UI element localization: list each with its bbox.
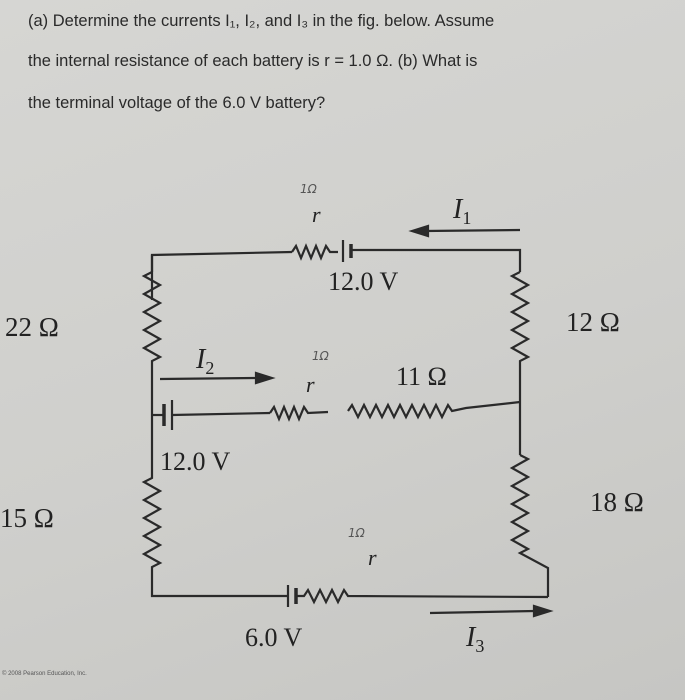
label-r-bottom: r <box>368 545 377 570</box>
resistor-r-middle <box>269 404 329 422</box>
handwritten-r-top: 1Ω <box>300 182 318 196</box>
resistor-22 <box>141 271 163 415</box>
battery-bottom <box>286 585 298 607</box>
question-line-1: (a) Determine the currents I₁, I₂, and I… <box>28 12 495 30</box>
label-i1: I1 <box>452 194 471 228</box>
copyright-credit: © 2008 Pearson Education, Inc. <box>2 671 87 677</box>
label-middle-battery: 12.0 V <box>160 447 231 476</box>
resistor-r-top <box>291 243 338 261</box>
label-top-battery: 12.0 V <box>328 267 399 296</box>
label-bottom-battery: 6.0 V <box>245 623 303 652</box>
question-line-2: the internal resistance of each battery … <box>28 52 478 70</box>
arrow-i1 <box>408 224 521 238</box>
resistor-12 <box>509 271 531 455</box>
label-22-ohm: 22 Ω <box>5 312 59 342</box>
label-18-ohm: 18 Ω <box>590 487 644 517</box>
arrow-i3 <box>429 604 554 618</box>
handwritten-r-bottom: 1Ω <box>348 526 366 540</box>
question-line-3: the terminal voltage of the 6.0 V batter… <box>28 94 326 112</box>
battery-top <box>341 240 353 262</box>
label-i3: I3 <box>465 622 484 656</box>
arrow-i2 <box>159 371 276 385</box>
label-11-ohm: 11 Ω <box>396 362 447 391</box>
wire-middle <box>171 411 271 417</box>
label-15-ohm: 15 Ω <box>0 503 54 533</box>
battery-middle <box>162 400 174 430</box>
handwritten-r-middle: 1Ω <box>312 349 330 363</box>
label-r-middle: r <box>306 372 315 397</box>
resistor-r-bottom <box>296 587 549 605</box>
resistor-18 <box>509 454 550 597</box>
label-i2: I2 <box>195 344 214 378</box>
label-r-top: r <box>312 202 321 227</box>
label-12-ohm: 12 Ω <box>566 307 620 337</box>
resistor-11 <box>347 400 521 420</box>
resistor-15 <box>141 415 288 598</box>
